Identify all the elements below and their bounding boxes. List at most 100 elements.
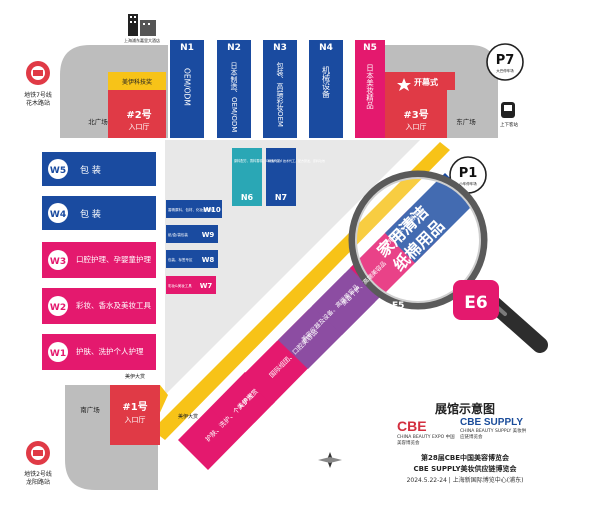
supply-logo-sub: CHINA BEAUTY SUPPLY 美妆供应链博览会 <box>460 429 527 440</box>
hall-n5[interactable] <box>355 40 385 138</box>
hall-n4-text: 机械设备 <box>322 65 331 99</box>
north-halls <box>170 40 385 138</box>
hall-e3-code: E3 <box>321 368 333 378</box>
parking-p7-text: 大巴停车场 <box>496 68 514 73</box>
hall-w5-text: 包 装 <box>80 164 101 176</box>
entrance-3[interactable] <box>385 90 447 138</box>
metro-line-south: 地铁2号线 <box>24 470 52 478</box>
hall-w8-text: 包装、标签专区 <box>168 257 193 262</box>
east-halls <box>178 173 475 470</box>
legend: 展馆示意图 <box>395 400 535 417</box>
magnifier-code: E6 <box>464 293 487 313</box>
entrance-1-sub: 入口厅 <box>125 416 146 424</box>
diagonal-walkway <box>152 142 450 440</box>
hall-w5-code: W5 <box>50 166 66 176</box>
cbe-logo: CBE CHINA BEAUTY EXPO 中国美容博览会 <box>397 418 457 446</box>
parking-p7 <box>486 43 524 81</box>
east-plaza-label: 东广场 <box>456 117 476 126</box>
hall-w3-code: W3 <box>50 257 66 267</box>
hall-w7-text: 彩妆&美妆工具 <box>168 283 192 288</box>
hall-w9[interactable] <box>166 225 218 243</box>
south-plaza-label: 南广场 <box>80 405 100 414</box>
legend-line1: 第28届CBE中国美容博览会 <box>421 454 509 462</box>
metro-icon <box>26 61 50 465</box>
hall-n4[interactable] <box>309 40 343 138</box>
hall-w4-code: W4 <box>50 210 66 220</box>
hall-n3-text: 包装、高端彩妆OEM <box>276 61 284 127</box>
hall-e7-code: E7 <box>458 233 470 243</box>
entrance-2[interactable] <box>108 90 166 138</box>
hall-n6[interactable] <box>232 148 262 206</box>
entrance-3-sub: 入口厅 <box>406 123 427 131</box>
parking-p1-code: P1 <box>459 166 478 181</box>
star-icon <box>397 78 411 91</box>
north-plaza-label: 北广场 <box>88 117 108 126</box>
hall-n2-text: 日本制造、OEM/ODM <box>230 62 238 132</box>
hall-e4-code: E4 <box>358 335 370 345</box>
compass-icon <box>318 452 342 468</box>
entrance-3-tag: 开幕式 <box>414 77 438 87</box>
hall-w10-code: W10 <box>203 206 221 214</box>
hall-e1-code: E1 <box>258 433 270 443</box>
parking-p7-code: P7 <box>496 53 515 68</box>
hall-n1-code: N1 <box>180 43 194 53</box>
hall-n7[interactable] <box>266 148 296 206</box>
entrance-2-sub: 入口厅 <box>129 123 150 131</box>
hall-w2-text: 彩妆、香水及美妆工具 <box>76 300 151 310</box>
hall-n2-code: N2 <box>227 43 241 53</box>
building-label: 上海浦东嘉里大酒店 <box>124 37 160 43</box>
magnifier-icon <box>348 170 548 353</box>
entrance-2-num: #2号 <box>126 109 151 121</box>
entrance-1[interactable] <box>110 385 160 445</box>
hall-w9-text: 纸/盒/袋包装 <box>168 232 188 237</box>
cbe-logo-text: CBE <box>397 418 427 434</box>
hall-w7[interactable] <box>166 276 216 294</box>
hall-w7-code: W7 <box>200 282 213 290</box>
hall-n4-code: N4 <box>319 43 333 53</box>
west-halls <box>42 152 156 370</box>
entrance-1-num: #1号 <box>122 401 147 413</box>
hall-w1-text: 护肤、洗护个人护理 <box>76 346 144 356</box>
legend-info: 第28届CBE中国美容博览会 CBE SUPPLY美妆供应链博览会 2024.5… <box>395 452 535 484</box>
inner-halls <box>166 148 296 294</box>
bus-stop-label: 上下客站 <box>500 121 518 128</box>
hall-w2-code: W2 <box>50 303 66 313</box>
hall-n6-code: N6 <box>241 193 254 202</box>
hall-w9-code: W9 <box>202 231 215 239</box>
hall-w3-text: 口腔护理、孕婴童护理 <box>76 254 151 264</box>
hall-n1-text: OEM/ODM <box>183 68 192 106</box>
walkway-tag: 美伊大赏 <box>178 413 198 420</box>
hall-n7-text: 制造代工、技术代工、配方研发、原料功效 <box>268 158 325 163</box>
hall-e5-code: E5 <box>392 301 404 311</box>
hall-w10[interactable] <box>166 200 222 218</box>
hall-w10-text: 香精原料、包材、化妆品机械 <box>168 207 214 212</box>
hall-n5-text: 日本美妆精品 <box>365 64 374 111</box>
hall-n3-code: N3 <box>273 43 287 53</box>
metro-station-north: 花木路站 <box>26 99 50 107</box>
metro-station-south: 龙阳路站 <box>26 478 50 486</box>
entrance-1-tag: 美伊大赏 <box>125 373 145 380</box>
cbe-logo-sub: CHINA BEAUTY EXPO 中国美容博览会 <box>397 435 455 446</box>
hall-n3[interactable] <box>263 40 297 138</box>
parking-p1-text: 小车停车场 <box>459 181 477 186</box>
supply-logo: CBE SUPPLY CHINA BEAUTY SUPPLY 美妆供应链博览会 <box>460 418 530 442</box>
central-hall-area <box>165 140 420 395</box>
legend-line2: CBE SUPPLY美妆供应链博览会 <box>413 465 517 473</box>
hall-e7[interactable] <box>385 173 475 263</box>
west-hall-labels: W5 包 装 W4 包 装 W3 口腔护理、孕婴童护理 W2 彩妆、香水及美妆工… <box>48 159 151 362</box>
hall-w1-code: W1 <box>50 349 66 359</box>
hall-w8-code: W8 <box>202 256 215 264</box>
legend-title: 展馆示意图 <box>434 402 495 416</box>
hall-e2-code: E2 <box>288 401 300 411</box>
hall-n1[interactable] <box>170 40 204 138</box>
hall-n6-text: 原料配方、香料香精、OEM/ODM <box>234 158 282 163</box>
supply-logo-text: CBE SUPPLY <box>460 417 523 428</box>
hall-w8[interactable] <box>166 250 218 268</box>
hall-n7-code: N7 <box>275 193 287 202</box>
legend-line3: 2024.5.22-24 | 上海新国际博览中心(浦东) <box>406 477 524 484</box>
entrance-2-tag: 美伊科技奖 <box>122 78 152 86</box>
magnifier-e6-tag <box>453 280 499 320</box>
metro-line-north: 地铁7号线 <box>24 91 52 99</box>
hall-n2[interactable] <box>217 40 251 138</box>
